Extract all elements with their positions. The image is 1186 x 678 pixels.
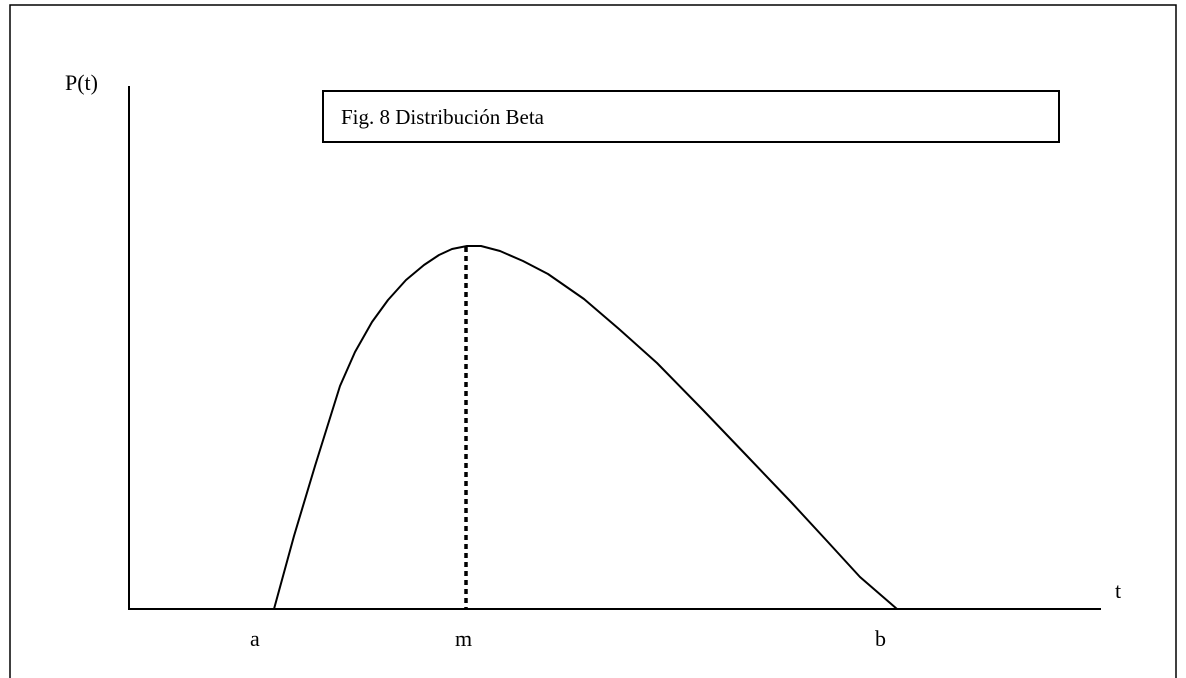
label-b: b bbox=[875, 626, 886, 651]
label-m: m bbox=[455, 626, 472, 651]
caption-text: Fig. 8 Distribución Beta bbox=[341, 105, 545, 129]
caption-box bbox=[322, 90, 1060, 143]
beta-curve bbox=[273, 245, 898, 610]
y-axis-label: P(t) bbox=[65, 70, 98, 95]
x-axis-label: t bbox=[1115, 578, 1121, 603]
label-a: a bbox=[250, 626, 260, 651]
figure-frame bbox=[9, 4, 1177, 678]
